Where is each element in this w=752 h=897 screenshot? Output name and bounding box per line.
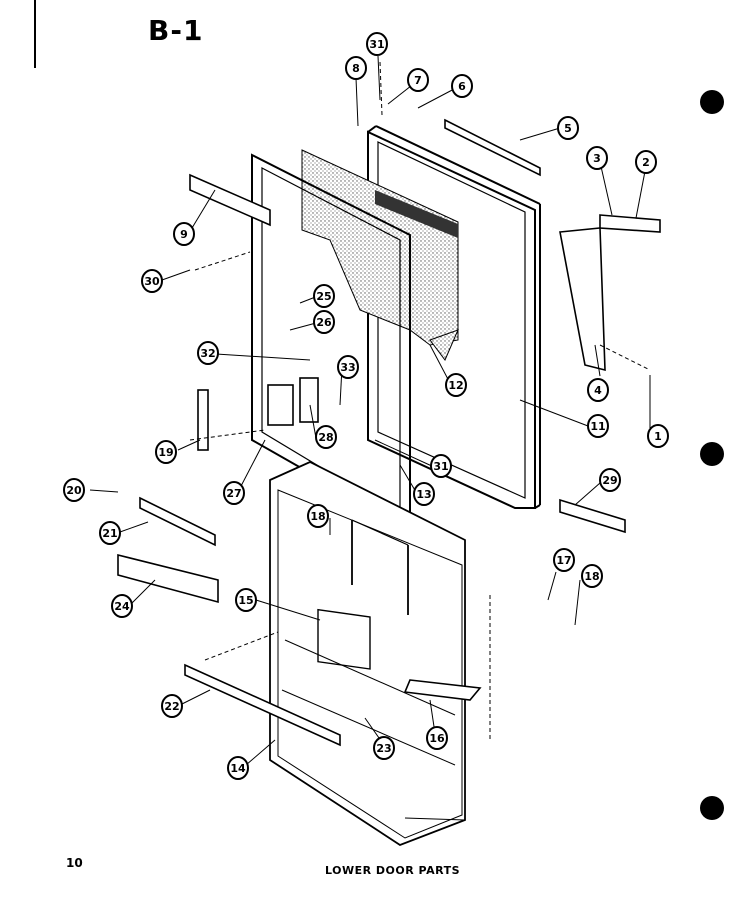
callout-label: 31 bbox=[369, 38, 384, 51]
callout-label: 18 bbox=[584, 570, 599, 583]
hardware-leaders bbox=[189, 61, 651, 740]
callout-label: 14 bbox=[230, 762, 246, 775]
callout-8: 8 bbox=[345, 56, 367, 80]
callout-7: 7 bbox=[407, 68, 429, 92]
callout-3: 3 bbox=[586, 146, 608, 170]
callout-30: 30 bbox=[141, 269, 163, 293]
callout-15: 15 bbox=[235, 588, 257, 612]
callout-label: 19 bbox=[158, 446, 173, 459]
callout-label: 13 bbox=[416, 488, 431, 501]
callout-13: 13 bbox=[413, 482, 435, 506]
callout-28: 28 bbox=[315, 425, 337, 449]
callout-9: 9 bbox=[173, 222, 195, 246]
callout-label: 11 bbox=[590, 420, 605, 433]
callout-31: 31 bbox=[366, 32, 388, 56]
callout-label: 31 bbox=[433, 460, 448, 473]
callout-25: 25 bbox=[313, 284, 335, 308]
callout-27: 27 bbox=[223, 481, 245, 505]
callout-label: 12 bbox=[448, 379, 463, 392]
callout-26: 26 bbox=[313, 310, 335, 334]
callout-19: 19 bbox=[155, 440, 177, 464]
callout-17: 17 bbox=[553, 548, 575, 572]
callout-label: 28 bbox=[318, 431, 333, 444]
callout-label: 2 bbox=[642, 156, 650, 169]
callout-2: 2 bbox=[635, 150, 657, 174]
callout-16: 16 bbox=[426, 726, 448, 750]
callout-label: 5 bbox=[564, 122, 572, 135]
callout-18: 18 bbox=[307, 504, 329, 528]
callout-label: 21 bbox=[102, 527, 117, 540]
callout-22: 22 bbox=[161, 694, 183, 718]
binder-hole-top bbox=[700, 90, 724, 114]
callout-label: 18 bbox=[310, 510, 325, 523]
callout-6: 6 bbox=[451, 74, 473, 98]
callout-4: 4 bbox=[587, 378, 609, 402]
callout-label: 24 bbox=[114, 600, 130, 613]
callout-label: 25 bbox=[316, 290, 331, 303]
callout-label: 4 bbox=[594, 384, 602, 397]
margin-rule bbox=[34, 0, 36, 68]
callout-11: 11 bbox=[587, 414, 609, 438]
callout-label: 15 bbox=[238, 594, 253, 607]
binder-hole-bottom bbox=[700, 796, 724, 820]
caption: LOWER DOOR PARTS bbox=[325, 864, 461, 877]
page-title: B-1 bbox=[148, 14, 204, 47]
callout-18: 18 bbox=[581, 564, 603, 588]
callout-label: 17 bbox=[556, 554, 571, 567]
callout-24: 24 bbox=[111, 594, 133, 618]
callout-23: 23 bbox=[373, 736, 395, 760]
callout-20: 20 bbox=[63, 478, 85, 502]
lower-door-liner bbox=[269, 461, 466, 847]
callout-label: 26 bbox=[316, 316, 332, 329]
callout-label: 3 bbox=[593, 152, 601, 165]
callout-label: 8 bbox=[352, 62, 360, 75]
callout-label: 1 bbox=[654, 430, 662, 443]
callout-1: 1 bbox=[647, 424, 669, 448]
callout-label: 32 bbox=[200, 347, 215, 360]
callout-33: 33 bbox=[337, 355, 359, 379]
callout-label: 6 bbox=[458, 80, 466, 93]
door-shelf-parts bbox=[117, 118, 661, 747]
callout-label: 20 bbox=[66, 484, 82, 497]
callout-32: 32 bbox=[197, 341, 219, 365]
callout-label: 22 bbox=[164, 700, 179, 713]
callout-5: 5 bbox=[557, 116, 579, 140]
callout-label: 30 bbox=[144, 275, 160, 288]
binder-hole-middle bbox=[700, 442, 724, 466]
callout-12: 12 bbox=[445, 373, 467, 397]
callout-label: 16 bbox=[429, 732, 445, 745]
callout-label: 33 bbox=[340, 361, 355, 374]
callout-29: 29 bbox=[599, 468, 621, 492]
callout-14: 14 bbox=[227, 756, 249, 780]
page-number: 10 bbox=[66, 856, 83, 870]
callout-label: 27 bbox=[226, 487, 241, 500]
callout-label: 29 bbox=[602, 474, 617, 487]
callout-label: 23 bbox=[376, 742, 391, 755]
callout-31: 31 bbox=[430, 454, 452, 478]
callout-label: 9 bbox=[180, 228, 188, 241]
callout-label: 7 bbox=[414, 74, 422, 87]
callout-21: 21 bbox=[99, 521, 121, 545]
